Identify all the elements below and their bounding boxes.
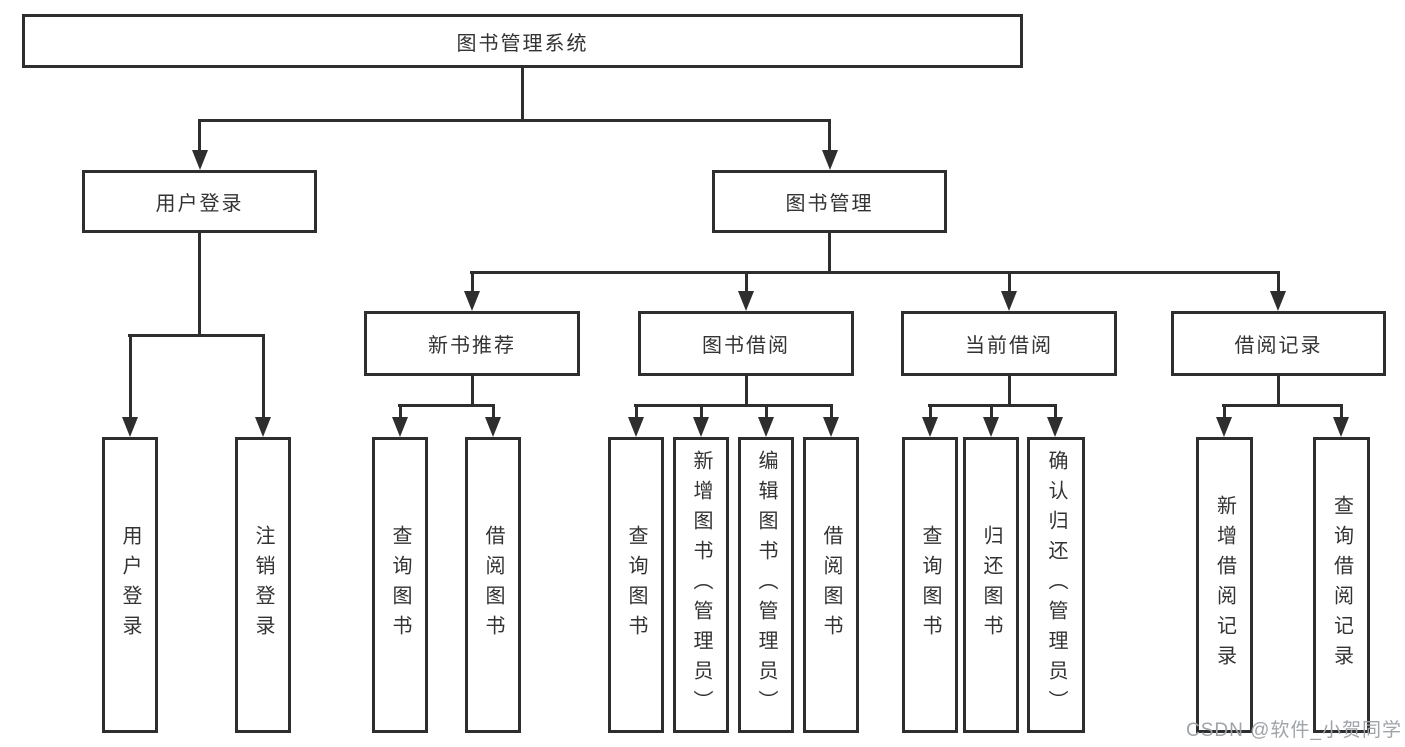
connector-line (398, 404, 402, 420)
connector-line (470, 271, 1280, 274)
node-recommend-borrow-books-label: 借阅图书 (482, 525, 504, 645)
node-return-book-label: 归还图书 (980, 525, 1002, 645)
arrowhead (823, 417, 839, 437)
connector-line (1276, 376, 1280, 407)
node-borrow-borrow-books: 借阅图书 (803, 437, 859, 733)
node-user-login: 用户登录 (82, 170, 317, 233)
connector-line (634, 404, 638, 420)
node-user-login-leaf: 用户登录 (102, 437, 158, 733)
node-add-book-admin-label: 新增图书（管理员） (690, 450, 712, 720)
connector-line (744, 376, 748, 407)
node-recommend-query-books-label: 查询图书 (389, 525, 411, 645)
node-add-borrow-record-label: 新增借阅记录 (1213, 495, 1236, 675)
arrowhead (1270, 291, 1286, 311)
arrowhead (392, 417, 408, 437)
node-borrow-records: 借阅记录 (1171, 311, 1386, 376)
node-current-query-books-label: 查询图书 (919, 525, 941, 645)
node-book-management-label: 图书管理 (785, 193, 874, 215)
connector-line (699, 404, 703, 420)
node-recommend-query-books: 查询图书 (372, 437, 428, 733)
arrowhead (693, 417, 709, 437)
arrowhead (255, 417, 271, 437)
node-borrow-borrow-books-label: 借阅图书 (820, 525, 842, 645)
arrowhead (1001, 291, 1017, 311)
arrowhead (922, 417, 938, 437)
node-add-borrow-record: 新增借阅记录 (1196, 437, 1253, 733)
node-confirm-return-admin: 确认归还（管理员） (1027, 437, 1085, 733)
arrowhead (1333, 417, 1349, 437)
arrowhead (1047, 417, 1063, 437)
connector-line (1222, 404, 1342, 407)
watermark: CSDN @软件_小贺同学 (1186, 720, 1402, 741)
connector-line (744, 271, 748, 294)
node-borrow-records-label: 借阅记录 (1234, 335, 1323, 357)
arrowhead (821, 150, 838, 170)
connector-line (928, 404, 1057, 407)
connector-line (198, 119, 831, 122)
node-confirm-return-admin-label: 确认归还（管理员） (1045, 450, 1067, 720)
arrowhead (464, 291, 480, 311)
connector-line (1007, 271, 1011, 294)
connector-line (1276, 271, 1280, 294)
connector-line (128, 334, 132, 421)
arrowhead (122, 417, 138, 437)
node-root: 图书管理系统 (22, 14, 1023, 68)
connector-line (1053, 404, 1057, 420)
node-borrow-query-books-label: 查询图书 (625, 525, 647, 645)
node-query-borrow-record-label: 查询借阅记录 (1330, 495, 1353, 675)
node-logout-label: 注销登录 (252, 525, 274, 645)
connector-line (470, 271, 474, 294)
arrowhead (738, 291, 754, 311)
connector-line (828, 233, 831, 274)
node-borrow-query-books: 查询图书 (608, 437, 664, 733)
node-add-book-admin: 新增图书（管理员） (673, 437, 729, 733)
connector-line (521, 68, 524, 122)
connector-line (198, 119, 201, 153)
node-current-borrow: 当前借阅 (901, 311, 1117, 376)
node-edit-book-admin: 编辑图书（管理员） (738, 437, 794, 733)
arrowhead (1216, 417, 1232, 437)
node-user-login-leaf-label: 用户登录 (119, 525, 141, 645)
connector-line (1339, 404, 1343, 420)
arrowhead (485, 417, 501, 437)
connector-line (1222, 404, 1226, 420)
node-root-label: 图书管理系统 (456, 32, 589, 55)
connector-line (491, 404, 495, 420)
connector-line (128, 334, 264, 337)
connector-line (470, 376, 474, 407)
node-current-borrow-label: 当前借阅 (965, 335, 1053, 357)
arrowhead (758, 417, 774, 437)
connector-line (764, 404, 768, 420)
node-new-book-recommend: 新书推荐 (364, 311, 580, 376)
node-logout: 注销登录 (235, 437, 291, 733)
node-new-book-recommend-label: 新书推荐 (428, 335, 516, 357)
connector-line (634, 404, 832, 407)
node-book-borrow: 图书借阅 (638, 311, 854, 376)
node-user-login-label: 用户登录 (155, 193, 244, 215)
node-query-borrow-record: 查询借阅记录 (1313, 437, 1370, 733)
connector-line (989, 404, 993, 420)
connector-line (928, 404, 932, 420)
arrowhead (191, 150, 208, 170)
node-edit-book-admin-label: 编辑图书（管理员） (755, 450, 777, 720)
node-book-borrow-label: 图书借阅 (702, 335, 790, 357)
arrowhead (628, 417, 644, 437)
connector-line (198, 233, 201, 337)
node-recommend-borrow-books: 借阅图书 (465, 437, 521, 733)
connector-line (261, 334, 265, 421)
arrowhead (983, 417, 999, 437)
node-book-management: 图书管理 (712, 170, 947, 233)
node-return-book: 归还图书 (963, 437, 1019, 733)
connector-line (829, 404, 833, 420)
connector-line (1007, 376, 1011, 407)
connector-line (398, 404, 494, 407)
connector-line (828, 119, 831, 153)
node-current-query-books: 查询图书 (902, 437, 958, 733)
